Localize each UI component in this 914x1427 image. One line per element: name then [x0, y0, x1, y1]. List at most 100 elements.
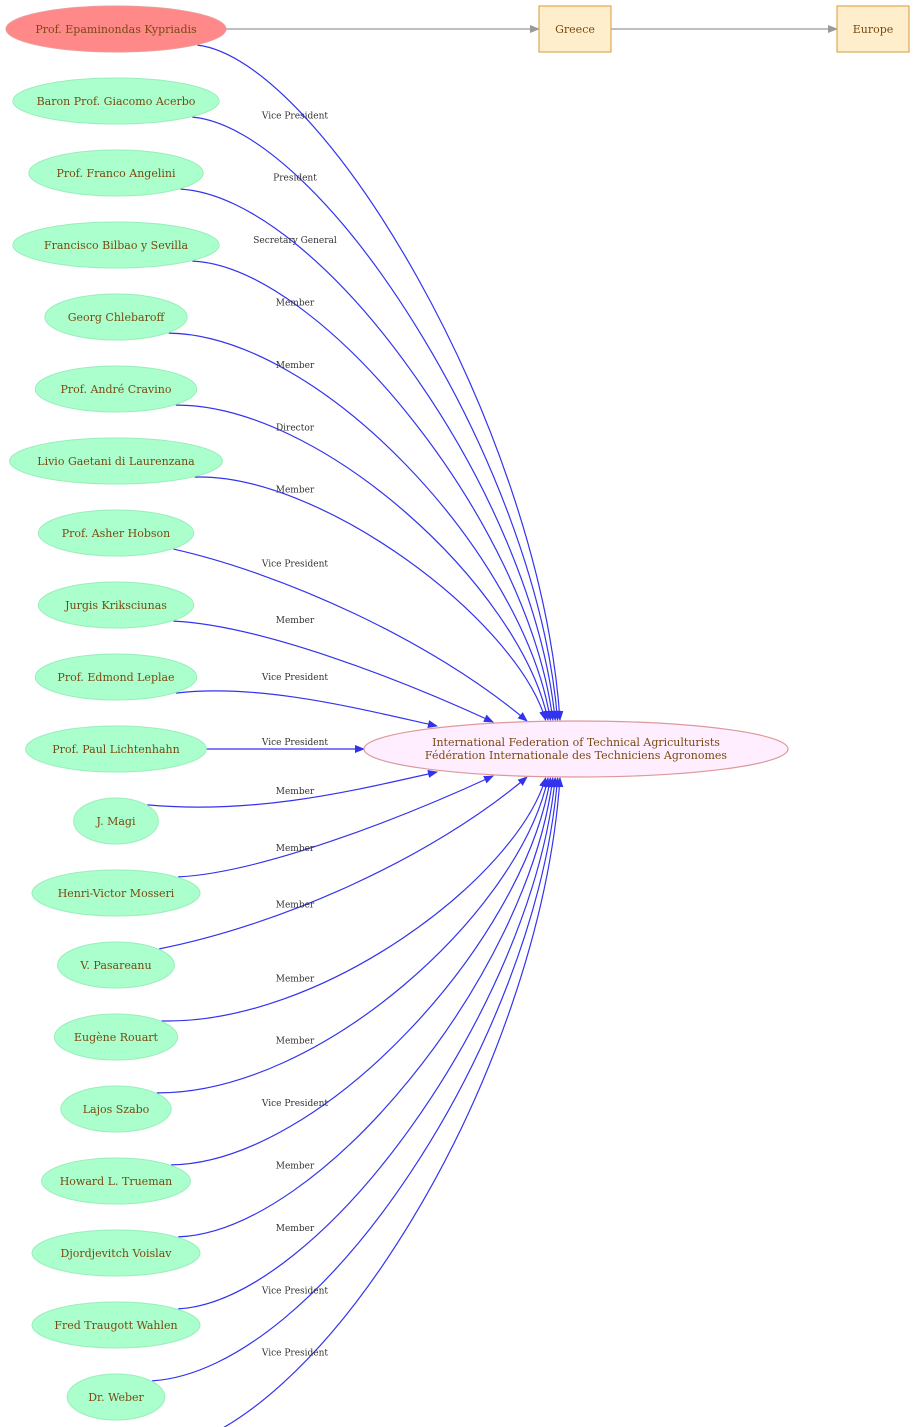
membership-edge	[180, 188, 559, 721]
person-label: Fred Traugott Wahlen	[54, 1319, 177, 1332]
person-ellipse	[12, 77, 220, 125]
person-node-livio-gaetani-di-laurenzana[interactable]: Livio Gaetani di Laurenzana	[9, 437, 223, 485]
person-ellipse	[12, 221, 220, 269]
person-ellipse	[31, 1229, 201, 1277]
person-node-djordjevitch-voislav[interactable]: Djordjevitch Voislav	[31, 1229, 201, 1277]
organization-name-fr: Fédération Internationale des Technicien…	[425, 749, 728, 762]
person-label: Francisco Bilbao y Sevilla	[44, 239, 189, 252]
person-ellipse	[57, 941, 175, 989]
person-node-lajos-szabo[interactable]: Lajos Szabo	[60, 1085, 172, 1133]
edge-role-label: Vice President	[261, 111, 329, 121]
nodes-layer: Greece Europe Prof. Epaminondas KypriadisB…	[5, 5, 910, 1421]
person-node-dr-weber[interactable]: Dr. Weber	[66, 1373, 166, 1421]
edge-role-label: Vice President	[261, 560, 329, 570]
place-node-europe[interactable]: Europe	[836, 5, 910, 53]
edge-role-label: Vice President	[261, 1349, 329, 1359]
person-node-j-magi[interactable]: J. Magi	[73, 797, 159, 845]
edge-role-label: Member	[276, 900, 315, 910]
person-ellipse	[66, 1373, 166, 1421]
person-label: Dr. Weber	[88, 1391, 144, 1404]
person-node-georg-chlebaroff[interactable]: Georg Chlebaroff	[44, 293, 188, 341]
membership-edge	[173, 620, 494, 723]
person-label: Prof. Asher Hobson	[62, 527, 171, 540]
person-node-francisco-bilbao-y-sevilla[interactable]: Francisco Bilbao y Sevilla	[12, 221, 220, 269]
membership-edge	[178, 777, 559, 1310]
person-node-prof-asher-hobson[interactable]: Prof. Asher Hobson	[37, 509, 195, 557]
person-node-prof-edmond-leplae[interactable]: Prof. Edmond Leplae	[34, 653, 198, 701]
membership-edge	[175, 690, 438, 728]
person-label: Prof. Epaminondas Kypriadis	[35, 23, 197, 36]
membership-edge	[175, 404, 551, 721]
edge-role-label: Member	[276, 844, 315, 854]
person-ellipse	[34, 365, 198, 413]
person-ellipse	[44, 293, 188, 341]
person-node-fred-traugott-wahlen[interactable]: Fred Traugott Wahlen	[31, 1301, 201, 1349]
organization-node[interactable]: International Federation of Technical Ag…	[363, 720, 789, 778]
person-node-prof-paul-lichtenhahn[interactable]: Prof. Paul Lichtenhahn	[25, 725, 207, 773]
person-ellipse	[31, 869, 201, 917]
person-label: Henri-Victor Mosseri	[58, 887, 175, 900]
membership-edge	[197, 44, 564, 721]
edge-role-label: Member	[276, 486, 315, 496]
person-label: Prof. Franco Angelini	[57, 167, 176, 180]
highlight-person-node[interactable]: Prof. Epaminondas Kypriadis	[5, 5, 227, 53]
organization-ellipse	[363, 720, 789, 778]
edge-role-label: Member	[276, 787, 315, 797]
edge-role-label: Member	[276, 1224, 315, 1234]
edge-role-label: Member	[276, 1161, 315, 1171]
edge-role-label: Member	[276, 299, 315, 309]
person-node-prof-franco-angelini[interactable]: Prof. Franco Angelini	[28, 149, 204, 197]
edge-role-label: Director	[276, 423, 315, 433]
place-node-greece[interactable]: Greece	[538, 5, 612, 53]
edge-role-label: President	[273, 174, 317, 184]
person-node-prof-andre-cravino[interactable]: Prof. André Cravino	[34, 365, 198, 413]
person-label: J. Magi	[96, 815, 136, 828]
person-ellipse	[5, 5, 227, 53]
person-label: Eugène Rouart	[74, 1031, 159, 1044]
membership-edge	[168, 332, 553, 721]
person-label: Prof. Paul Lichtenhahn	[52, 743, 179, 756]
person-node-v-pasareanu[interactable]: V. Pasareanu	[57, 941, 175, 989]
membership-edge	[159, 776, 528, 950]
person-label: Djordjevitch Voislav	[61, 1247, 173, 1260]
edge-role-label: Vice President	[261, 738, 329, 748]
membership-edge	[147, 770, 438, 808]
person-ellipse	[34, 653, 198, 701]
membership-edge	[171, 777, 553, 1166]
edge-role-label: Member	[276, 616, 315, 626]
membership-edge	[178, 777, 556, 1238]
person-label: Jurgis Kriksciunas	[64, 599, 167, 612]
person-label: V. Pasareanu	[79, 959, 151, 972]
edge-role-label: Member	[276, 361, 315, 371]
person-node-henri-victor-mosseri[interactable]: Henri-Victor Mosseri	[31, 869, 201, 917]
place-label: Greece	[555, 23, 595, 36]
person-node-baron-prof-giacomo-acerbo[interactable]: Baron Prof. Giacomo Acerbo	[12, 77, 220, 125]
membership-edge	[161, 777, 547, 1022]
person-ellipse	[60, 1085, 172, 1133]
person-ellipse	[31, 1301, 201, 1349]
place-box	[836, 5, 910, 53]
person-ellipse	[41, 1157, 191, 1205]
edge-role-label: Vice President	[261, 673, 329, 683]
organization-name-en: International Federation of Technical Ag…	[432, 736, 720, 749]
membership-edge	[192, 260, 556, 721]
edge-role-label: Member	[276, 974, 315, 984]
person-ellipse	[9, 437, 223, 485]
place-label: Europe	[853, 23, 894, 36]
person-label: Livio Gaetani di Laurenzana	[37, 455, 195, 468]
person-node-howard-l-trueman[interactable]: Howard L. Trueman	[41, 1157, 191, 1205]
person-node-jurgis-kriksciunas[interactable]: Jurgis Kriksciunas	[37, 581, 195, 629]
person-ellipse	[28, 149, 204, 197]
place-box	[538, 5, 612, 53]
person-ellipse	[53, 1013, 179, 1061]
person-node-eugene-rouart[interactable]: Eugène Rouart	[53, 1013, 179, 1061]
membership-edge	[178, 775, 494, 878]
membership-edge	[194, 476, 547, 721]
person-ellipse	[37, 581, 195, 629]
membership-edge	[173, 548, 528, 722]
person-ellipse	[37, 509, 195, 557]
membership-edge	[192, 116, 561, 721]
person-label: Baron Prof. Giacomo Acerbo	[37, 95, 196, 108]
